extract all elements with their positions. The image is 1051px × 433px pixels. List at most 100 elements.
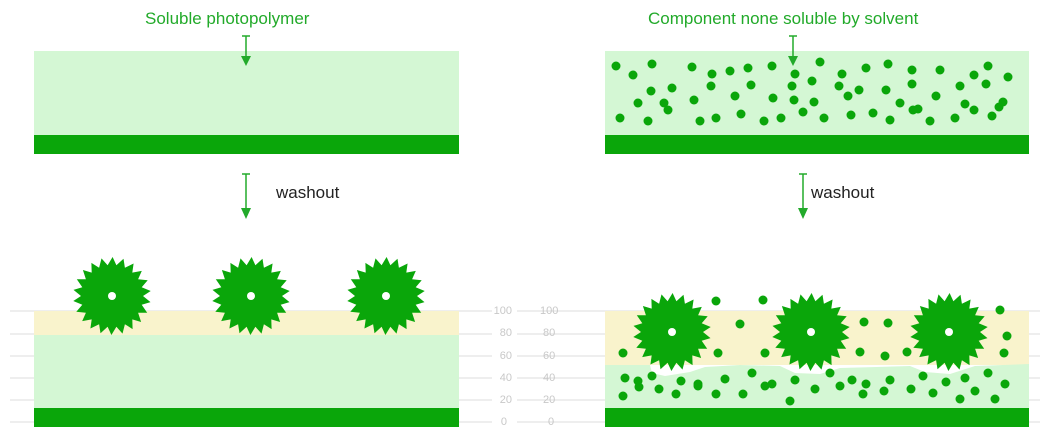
particle-icon: [990, 394, 1000, 404]
right-bottom-substrate: [605, 408, 1029, 427]
particle-icon: [787, 81, 797, 91]
down-arrow-icon: [788, 35, 798, 66]
particle-icon: [711, 389, 721, 399]
particle-icon: [955, 81, 965, 91]
particle-icon: [654, 384, 664, 394]
particle-icon: [983, 61, 993, 71]
left-scale: 100 80 60 40 20 0: [494, 305, 512, 428]
particle-icon: [855, 347, 865, 357]
particle-icon: [843, 91, 853, 101]
particle-icon: [789, 95, 799, 105]
particle-icon: [760, 381, 770, 391]
particle-icon: [883, 59, 893, 69]
right-washout-label: washout: [811, 183, 875, 202]
particle-icon: [825, 368, 835, 378]
down-arrow-icon: [241, 173, 251, 219]
right-panel-title: Component none soluble by solvent: [648, 9, 919, 28]
particle-icon: [767, 379, 777, 389]
saw-blade-icon: [772, 293, 850, 371]
particle-icon: [647, 59, 657, 69]
particle-icon: [928, 388, 938, 398]
particle-icon: [643, 116, 653, 126]
left-washout-label: washout: [276, 183, 340, 202]
particle-icon: [935, 65, 945, 75]
particle-icon: [798, 107, 808, 117]
particle-icon: [998, 97, 1008, 107]
particle-icon: [819, 113, 829, 123]
scale-tick: 80: [543, 327, 555, 339]
particle-icon: [676, 376, 686, 386]
left-bottom-photopolymer-layer: [34, 335, 459, 408]
particle-icon: [746, 80, 756, 90]
particle-icon: [618, 391, 628, 401]
particle-icon: [908, 105, 918, 115]
particle-icon: [707, 69, 717, 79]
left-bottom-substrate: [34, 408, 459, 427]
particle-icon: [895, 98, 905, 108]
particle-icon: [634, 382, 644, 392]
left-top-substrate: [34, 135, 459, 154]
left-panel-title: Soluble photopolymer: [145, 9, 310, 28]
saw-blade-icon: [73, 257, 151, 335]
particle-icon: [736, 109, 746, 119]
particle-icon: [747, 368, 757, 378]
particle-icon: [785, 396, 795, 406]
particle-icon: [659, 98, 669, 108]
saw-blade-icon: [347, 257, 425, 335]
particle-icon: [859, 317, 869, 327]
saw-blade-icon: [212, 257, 290, 335]
particle-icon: [671, 389, 681, 399]
particle-icon: [834, 81, 844, 91]
scale-tick: 60: [543, 350, 555, 362]
particle-icon: [983, 368, 993, 378]
particle-icon: [711, 296, 721, 306]
particle-icon: [620, 373, 630, 383]
particle-icon: [735, 319, 745, 329]
particle-icon: [987, 111, 997, 121]
saw-blade-icon: [633, 293, 711, 371]
particle-icon: [743, 63, 753, 73]
down-arrow-icon: [798, 173, 808, 219]
particle-icon: [633, 98, 643, 108]
particle-icon: [760, 348, 770, 358]
scale-tick: 20: [500, 394, 512, 406]
scale-tick: 100: [540, 305, 558, 317]
particle-icon: [885, 115, 895, 125]
scale-tick: 20: [543, 394, 555, 406]
particle-icon: [981, 79, 991, 89]
right-top-substrate: [605, 135, 1029, 154]
scale-tick: 0: [501, 416, 507, 428]
right-top-particles: [611, 57, 1013, 126]
right-scale: 100 80 60 40 20 0: [540, 305, 558, 428]
particle-icon: [861, 63, 871, 73]
particle-icon: [790, 69, 800, 79]
scale-tick: 60: [500, 350, 512, 362]
particle-icon: [960, 99, 970, 109]
particle-icon: [711, 113, 721, 123]
particle-icon: [713, 348, 723, 358]
particle-icon: [689, 95, 699, 105]
particle-icon: [907, 79, 917, 89]
particle-icon: [858, 389, 868, 399]
particle-icon: [880, 351, 890, 361]
particle-icon: [693, 381, 703, 391]
particle-icon: [628, 70, 638, 80]
particle-icon: [835, 381, 845, 391]
right-bottom-particles: [618, 295, 1012, 406]
particle-icon: [995, 305, 1005, 315]
particle-icon: [902, 347, 912, 357]
particle-icon: [906, 384, 916, 394]
scale-tick: 0: [548, 416, 554, 428]
saw-blades: [73, 257, 988, 371]
particle-icon: [646, 86, 656, 96]
particle-icon: [695, 116, 705, 126]
particle-icon: [720, 374, 730, 384]
particle-icon: [758, 295, 768, 305]
particle-icon: [885, 375, 895, 385]
particle-icon: [730, 91, 740, 101]
particle-icon: [1000, 379, 1010, 389]
particle-icon: [810, 384, 820, 394]
particle-icon: [846, 110, 856, 120]
particle-icon: [847, 375, 857, 385]
